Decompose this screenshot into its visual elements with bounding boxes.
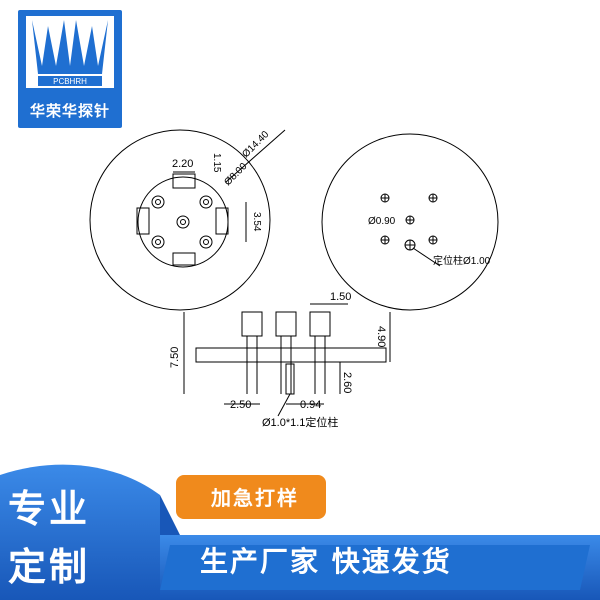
probe-holes-right: [380, 193, 438, 251]
urgent-sample-label: 加急打样: [211, 486, 299, 510]
dim-1-50: 1.50: [330, 291, 351, 303]
side-view: [195, 311, 387, 395]
logo-caption: PCBHRH: [53, 77, 87, 86]
dim-1-15: 1.15: [211, 153, 222, 173]
banner-right-line: 生产厂家 快速发货: [200, 545, 452, 578]
outer-circle-right: [321, 133, 499, 311]
dim-0-94: 0.94: [300, 399, 321, 411]
leader-line: [225, 129, 286, 183]
crown-icon: PCBHRH: [32, 20, 108, 86]
dim-1-00: 定位柱Ø1.00: [433, 254, 491, 267]
dim-locating-pin: Ø1.0*1.1定位柱: [262, 415, 338, 429]
dim-2-60: 2.60: [341, 372, 353, 393]
dim-0-90: Ø0.90: [368, 216, 396, 227]
dim-2-50: 2.50: [230, 399, 251, 411]
banner-left-line2: 定制: [8, 545, 91, 589]
dim-2-20: 2.20: [172, 158, 193, 170]
brand-logo: PCBHRH 华荣华探针: [18, 10, 122, 128]
slot-top: [172, 173, 196, 189]
dim-4-90: 4.90: [375, 326, 387, 347]
slot-right: [215, 207, 229, 235]
technical-drawing: 2.20 1.15 Ø14.40 Ø8.00 3.54 Ø0.90 定位柱Ø1.…: [89, 129, 499, 429]
banner-left-line1: 专业: [8, 487, 91, 531]
slot-left: [136, 207, 150, 235]
promo-banner: [0, 464, 600, 600]
dim-7-50: 7.50: [169, 347, 181, 368]
probe-holes-left: [151, 195, 213, 249]
dim-3-54: 3.54: [251, 212, 262, 232]
leader-line: [412, 247, 441, 267]
brand-name: 华荣华探针: [29, 102, 110, 120]
slot-bottom: [172, 252, 196, 266]
outer-circle-left: [89, 129, 271, 311]
logo-emblem: PCBHRH: [26, 16, 114, 88]
urgent-sample-badge: 加急打样: [180, 476, 330, 516]
leader-line: [277, 393, 291, 417]
